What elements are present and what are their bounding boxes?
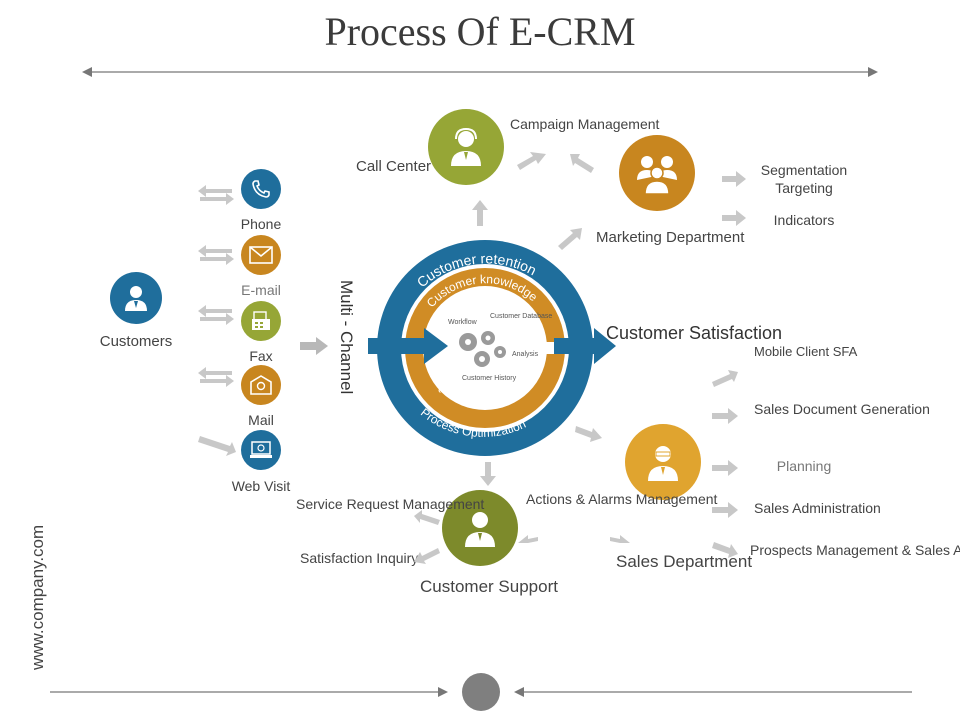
page-title: Process Of E-CRM (324, 9, 636, 54)
crm-hub: Customer retention Customer knowledge Qu… (370, 240, 610, 456)
web-visit-label: Web Visit (231, 478, 291, 494)
call-center-icon (428, 109, 504, 185)
analysis-label: Analysis (512, 351, 539, 358)
customer-support-label: Customer Support (420, 577, 558, 596)
customer-database-label: Customer Database (490, 313, 552, 320)
campaign-arrow-right (570, 154, 594, 173)
email-label: E-mail (241, 282, 281, 298)
satisfaction-inquiry-label: Satisfaction Inquiry (300, 550, 419, 566)
indicators-label: Indicators (773, 212, 835, 228)
hub-output-arrow (554, 328, 616, 364)
web-visit-icon (241, 430, 281, 470)
sales-icon (625, 424, 701, 500)
fax-icon (241, 301, 281, 341)
campaign-management-label: Campaign Management (510, 116, 660, 132)
segmentation-label: Segmentation (760, 162, 848, 178)
call-center-label: Call Center (356, 158, 432, 175)
mobile-client-sfa-label: Mobile Client SFA (754, 344, 858, 359)
campaign-arrow-left (517, 152, 546, 170)
actions-alarms-label: Actions & Alarms Management (526, 491, 718, 507)
workflow-label: Workflow (448, 319, 478, 326)
multi-channel-arrow (300, 337, 328, 355)
website-text: www.company.com (28, 524, 47, 670)
marketing-icon (619, 135, 695, 211)
sales-item-arrows (712, 370, 738, 558)
title-divider-arrow (82, 67, 878, 77)
marketing-arrow (558, 228, 582, 250)
customer-support-icon (442, 490, 518, 566)
customers-label: Customers (99, 333, 173, 350)
mail-icon (241, 365, 281, 405)
multi-channel-label: Multi - Channel (337, 280, 356, 395)
phone-icon (241, 169, 281, 209)
hub-input-arrow (368, 328, 448, 364)
sales-administration-label: Sales Administration (754, 500, 881, 516)
phone-label: Phone (240, 216, 282, 232)
actions-arrows (518, 535, 630, 543)
call-center-arrow (472, 200, 488, 226)
bottom-navigation (50, 673, 912, 711)
service-request-label: Service Request Management (296, 496, 485, 512)
channel-arrows (198, 185, 236, 456)
support-input-arrow (480, 462, 496, 486)
planning-label: Planning (776, 458, 832, 474)
fax-label: Fax (249, 348, 273, 364)
customers-icon (110, 272, 162, 324)
sales-document-generation-label: Sales Document Generation (754, 401, 930, 417)
sales-department-label: Sales Department (616, 552, 753, 571)
gears-icon (459, 331, 506, 367)
support-item-arrows (414, 510, 440, 564)
marketing-item-arrows (722, 171, 746, 226)
marketing-department-label: Marketing Department (596, 229, 745, 246)
prospects-management-label: Prospects Management & Sales Action (750, 542, 960, 558)
sales-input-arrow (575, 426, 602, 442)
customer-satisfaction-label: Customer Satisfaction (606, 323, 783, 343)
targeting-label: Targeting (775, 180, 833, 196)
email-icon (241, 235, 281, 275)
mail-label: Mail (248, 412, 274, 428)
customer-history-label: Customer History (462, 375, 517, 382)
